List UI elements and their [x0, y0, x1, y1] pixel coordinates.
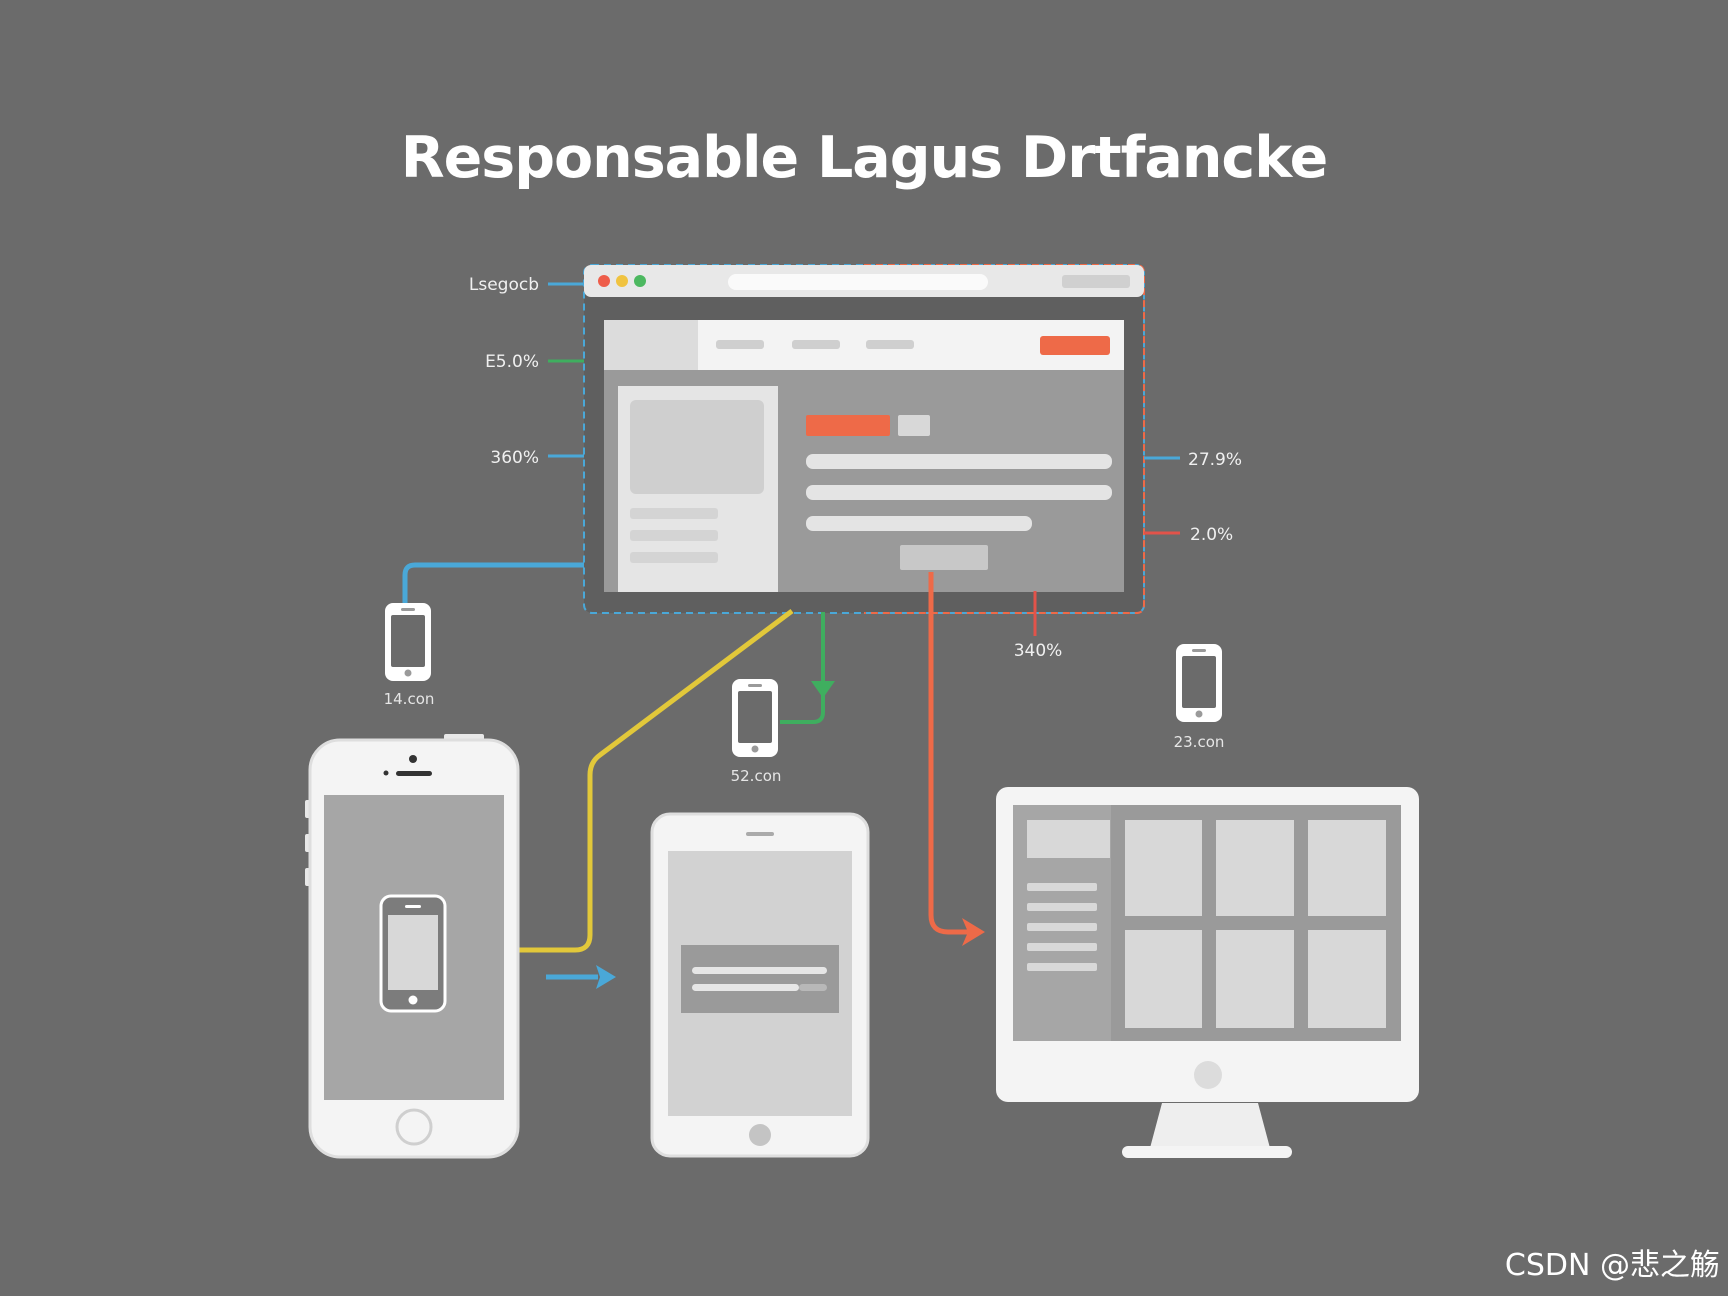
small-phone-center-icon: [732, 679, 778, 757]
label-left-1: Lsegocb: [469, 275, 539, 295]
orange-connector: [928, 572, 968, 935]
label-right-1: 27.9%: [1188, 450, 1242, 470]
label-right-2: 2.0%: [1190, 525, 1233, 545]
window-close-dot: [598, 275, 610, 287]
large-phone-icon: [305, 734, 520, 1159]
green-connector: [780, 612, 825, 724]
window-minimize-dot: [616, 275, 628, 287]
browser-window: [583, 264, 1145, 614]
tablet-icon: [650, 812, 870, 1158]
orange-arrowhead: [962, 918, 985, 946]
green-arrowhead: [811, 681, 835, 698]
content-button: [900, 545, 988, 570]
label-bottom: 340%: [1014, 641, 1063, 661]
label-left-2: E5.0%: [485, 352, 539, 372]
content-tag-orange: [806, 415, 890, 436]
desktop-monitor-icon: [996, 787, 1419, 1158]
label-left-3: 360%: [490, 448, 539, 468]
page-logo: [604, 320, 698, 370]
small-phone-center-label: 52.con: [731, 767, 782, 785]
blue-connector: [402, 562, 584, 604]
yellow-connector: [518, 609, 794, 953]
small-phone-right-label: 23.con: [1174, 733, 1225, 751]
header-cta: [1040, 336, 1110, 355]
window-maximize-dot: [634, 275, 646, 287]
small-phone-right-icon: [1176, 644, 1222, 722]
small-phone-left-label: 14.con: [384, 690, 435, 708]
address-bar: [728, 274, 988, 290]
watermark: CSDN @悲之觞: [1505, 1248, 1720, 1283]
diagram-title: Responsable Lagus Drtfancke: [401, 125, 1328, 191]
small-phone-left-icon: [385, 603, 431, 681]
